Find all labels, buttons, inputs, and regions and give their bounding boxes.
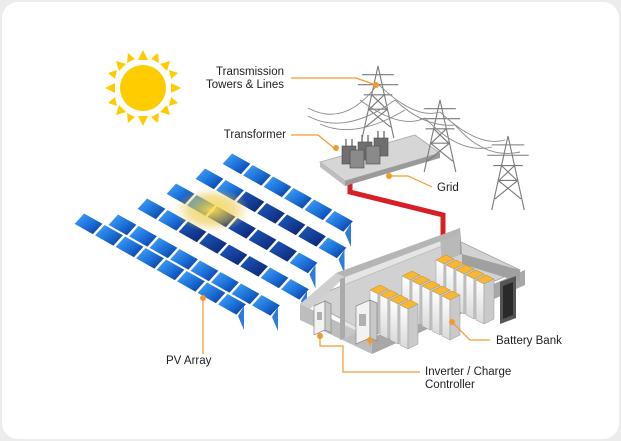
pv-cell bbox=[168, 247, 200, 271]
pv-cell bbox=[230, 282, 261, 306]
transmission-tower-icon bbox=[357, 65, 529, 211]
pv-support bbox=[309, 264, 316, 289]
pv-cell bbox=[250, 293, 282, 317]
pv-cell bbox=[134, 246, 166, 270]
transmission-label-line2: Towers & Lines bbox=[206, 79, 284, 91]
tower bbox=[487, 135, 529, 211]
pv-support bbox=[238, 306, 244, 330]
pv-cell bbox=[255, 201, 287, 225]
pv-array-label: PV Array bbox=[166, 355, 212, 367]
pv-cell bbox=[317, 236, 348, 260]
pv-row bbox=[136, 197, 311, 315]
pv-cell bbox=[209, 270, 241, 294]
pv-cell bbox=[303, 198, 334, 222]
pv-cell bbox=[148, 236, 179, 260]
pv-cell bbox=[196, 281, 227, 305]
pv-cell bbox=[238, 254, 270, 278]
pv-cell bbox=[197, 231, 229, 255]
transformer-label: Transformer bbox=[223, 129, 286, 141]
tower bbox=[419, 99, 461, 173]
pv-cell bbox=[218, 243, 249, 267]
pv-row bbox=[107, 213, 282, 331]
inverter-label-line2: Controller bbox=[425, 379, 475, 391]
sun-icon bbox=[105, 50, 181, 126]
pv-array bbox=[73, 152, 355, 331]
pv-cell bbox=[221, 152, 252, 176]
pv-cell bbox=[276, 213, 307, 237]
inverter-label-line1: Inverter / Charge bbox=[425, 366, 512, 378]
inverter-label: Inverter / Charge Controller bbox=[425, 366, 511, 392]
pv-cell bbox=[267, 239, 299, 263]
pv-cell bbox=[282, 186, 314, 210]
pv-cell bbox=[107, 213, 138, 237]
pv-cell bbox=[323, 209, 355, 233]
pv-row bbox=[221, 152, 355, 247]
transmission-label-line1: Transmission bbox=[216, 66, 284, 78]
pv-row bbox=[194, 167, 348, 274]
pv-cell bbox=[288, 251, 319, 275]
pv-cell bbox=[216, 292, 248, 316]
pv-cell bbox=[175, 269, 207, 293]
pv-cell bbox=[296, 224, 328, 248]
pv-cell bbox=[262, 175, 293, 199]
inverter-icon bbox=[313, 299, 378, 345]
pv-cell bbox=[241, 163, 273, 187]
pv-support bbox=[345, 223, 351, 247]
pv-cell bbox=[279, 277, 311, 301]
pv-cell bbox=[155, 258, 186, 282]
pv-cell bbox=[114, 235, 145, 259]
battery-bank-label: Battery Bank bbox=[496, 335, 562, 347]
pv-cell bbox=[247, 228, 278, 252]
transformer-icon bbox=[319, 131, 441, 186]
pv-cell bbox=[189, 259, 220, 283]
sun-glare bbox=[174, 188, 250, 232]
pv-support bbox=[272, 307, 278, 331]
power-lines bbox=[307, 83, 521, 154]
grid-cable bbox=[347, 178, 446, 235]
pv-cell bbox=[127, 224, 159, 248]
pv-cell bbox=[259, 266, 290, 290]
callout-dots bbox=[200, 82, 455, 343]
grid-label: Grid bbox=[437, 182, 459, 194]
battery-icon bbox=[369, 254, 495, 350]
pv-cell bbox=[136, 197, 167, 221]
transmission-label: Transmission Towers & Lines bbox=[200, 66, 284, 92]
pv-cell bbox=[93, 223, 125, 247]
pv-cell bbox=[73, 212, 104, 236]
callout-lines bbox=[202, 77, 490, 373]
pv-support bbox=[338, 249, 345, 274]
pv-row bbox=[73, 212, 248, 330]
